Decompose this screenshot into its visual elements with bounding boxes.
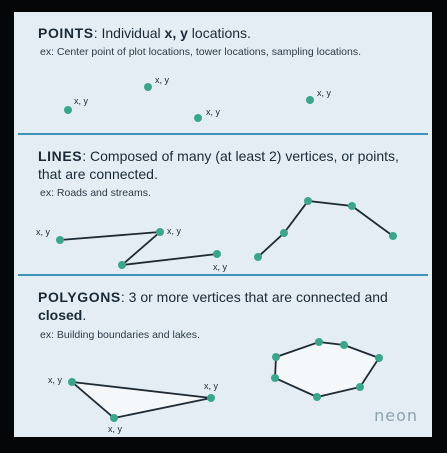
line-vertex-label: x, y: [36, 227, 51, 237]
lines-heading-rest: : Composed of many (at least 2) vertices…: [38, 148, 399, 182]
points-example: ex: Center point of plot locations, towe…: [40, 46, 362, 58]
polygons-example: ex: Building boundaries and lakes.: [40, 329, 200, 341]
neon-logo: neon: [374, 406, 418, 425]
polygons-heading-bold: closed: [38, 307, 83, 323]
polygon-vertex-label: x, y: [204, 381, 219, 391]
points-heading-rest-1: : Individual: [93, 25, 165, 41]
line-vertex: [118, 261, 126, 269]
line-vertex: [280, 229, 288, 237]
polygon-vertex: [272, 353, 280, 361]
slide-panel: POINTS: Individual x, y locations. ex: C…: [14, 12, 432, 437]
triangle-polygon: [69, 380, 212, 419]
polygons-heading-rest-1: : 3 or more vertices that are connected …: [120, 289, 388, 305]
line-vertex-label: x, y: [213, 262, 228, 272]
polygon-vertex: [313, 393, 321, 401]
polygon-vertex: [110, 414, 118, 422]
line-vertex-label: x, y: [167, 226, 182, 236]
point-vertex: [194, 114, 202, 122]
polygons-section: POLYGONS: 3 or more vertices that are co…: [14, 276, 432, 437]
point-label: x, y: [155, 75, 170, 85]
polygon-vertex: [356, 383, 364, 391]
polygon-vertex: [375, 354, 383, 362]
point-label: x, y: [206, 107, 221, 117]
stream-line: [257, 200, 394, 258]
polygons-illustration: x, y x, y x, y: [48, 338, 383, 434]
points-illustration: x, y x, y x, y x, y: [64, 75, 332, 122]
polygons-heading: POLYGONS: 3 or more vertices that are co…: [38, 288, 430, 324]
point-vertex: [144, 83, 152, 91]
line-vertex-label: x, y: [120, 273, 135, 274]
polygons-heading-key: POLYGONS: [38, 289, 121, 305]
polygon-vertex: [315, 338, 323, 346]
points-heading-key: POINTS: [38, 25, 94, 41]
polygon-vertex: [68, 378, 76, 386]
lines-illustration: x, y x, y x, y x, y: [36, 197, 397, 274]
lines-example: ex: Roads and streams.: [40, 187, 151, 199]
polygon-vertex: [340, 341, 348, 349]
hexagon-polygon: [274, 341, 381, 398]
line-vertex: [348, 202, 356, 210]
section-divider: [18, 274, 428, 276]
line-vertex: [389, 232, 397, 240]
road-line: [59, 230, 218, 267]
section-divider: [18, 133, 428, 135]
point-vertex: [306, 96, 314, 104]
line-vertex: [56, 236, 64, 244]
points-heading-bold: x, y: [164, 25, 188, 41]
polygon-vertex: [207, 394, 215, 402]
points-section: POINTS: Individual x, y locations. ex: C…: [14, 12, 432, 133]
polygon-vertex: [271, 374, 279, 382]
point-vertex: [64, 106, 72, 114]
points-heading-rest-2: locations.: [187, 25, 251, 41]
line-vertex: [213, 250, 221, 258]
line-vertex: [254, 253, 262, 261]
line-vertex: [156, 228, 164, 236]
points-heading: POINTS: Individual x, y locations.: [38, 24, 251, 42]
point-label: x, y: [74, 96, 89, 106]
point-label: x, y: [317, 88, 332, 98]
polygon-vertex-label: x, y: [108, 424, 123, 434]
lines-section: LINES: Composed of many (at least 2) ver…: [14, 135, 432, 274]
lines-heading-key: LINES: [38, 148, 83, 164]
line-vertex: [304, 197, 312, 205]
lines-heading: LINES: Composed of many (at least 2) ver…: [38, 147, 418, 183]
polygons-heading-rest-2: .: [82, 307, 87, 323]
polygon-vertex-label: x, y: [48, 375, 63, 385]
